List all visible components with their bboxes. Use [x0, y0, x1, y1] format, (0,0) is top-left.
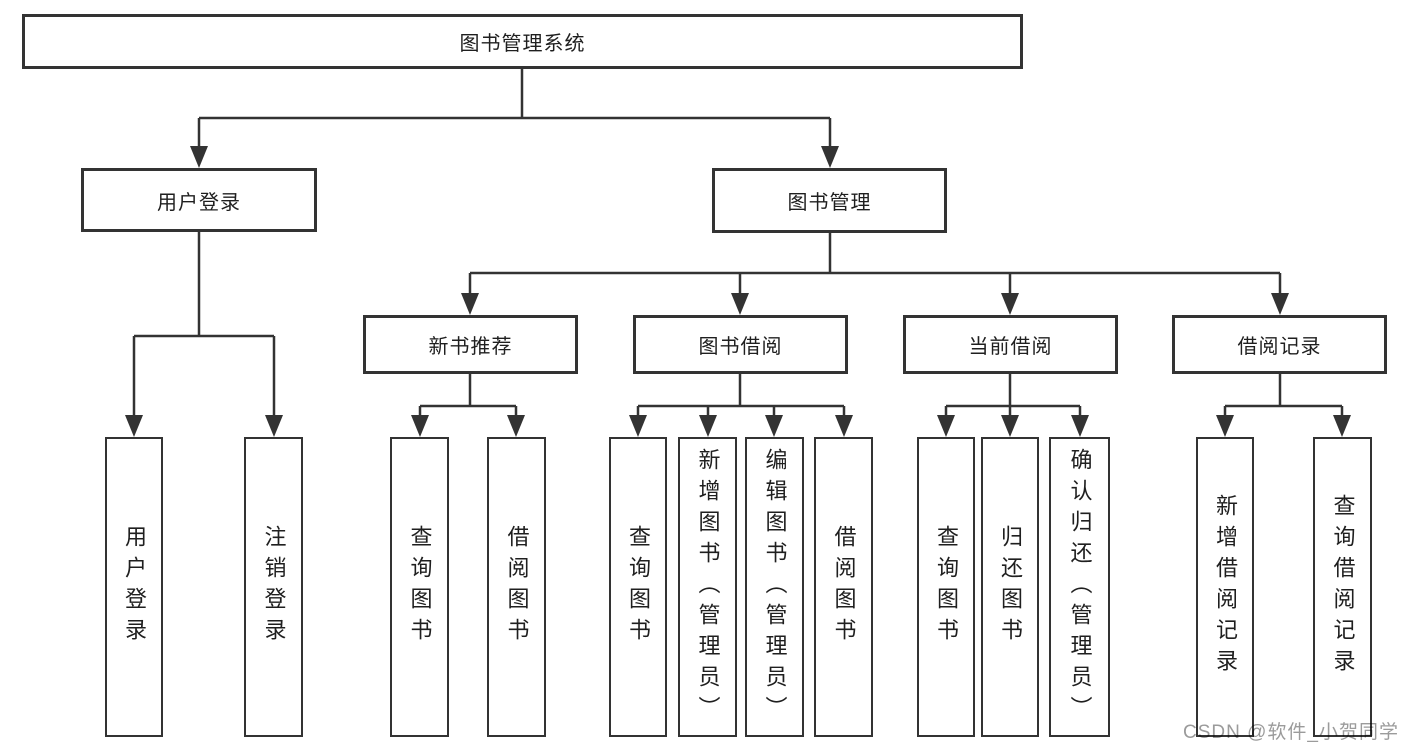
leaf-query-books-borrow: 查询图书	[609, 437, 667, 737]
node-current-borrow: 当前借阅	[903, 315, 1118, 374]
leaf-confirm-return-admin-label: 确认归还（管理员）	[1067, 447, 1093, 727]
node-user-login: 用户登录	[81, 168, 317, 232]
watermark: CSDN @软件_小贺同学	[1183, 722, 1399, 743]
leaf-user-login: 用户登录	[105, 437, 163, 737]
leaf-confirm-return-admin: 确认归还（管理员）	[1049, 437, 1110, 737]
leaf-return-books: 归还图书	[981, 437, 1039, 737]
leaf-edit-book-admin: 编辑图书（管理员）	[745, 437, 804, 737]
leaf-add-borrow-record-label: 新增借阅记录	[1213, 494, 1238, 680]
node-book-management-label: 图书管理	[787, 192, 872, 214]
leaf-borrow-books-label: 借阅图书	[831, 525, 857, 649]
leaf-edit-book-admin-label: 编辑图书（管理员）	[762, 447, 788, 727]
leaf-add-book-admin-label: 新增图书（管理员）	[695, 447, 721, 727]
node-book-management: 图书管理	[712, 168, 947, 233]
connector-paths	[132, 69, 1344, 420]
node-borrow-records: 借阅记录	[1172, 315, 1387, 374]
node-book-borrow-label: 图书借阅	[698, 336, 783, 358]
leaf-logout-label: 注销登录	[261, 525, 287, 649]
root-box: 图书管理系统	[22, 14, 1023, 69]
node-user-login-label: 用户登录	[157, 191, 241, 214]
node-borrow-records-label: 借阅记录	[1237, 336, 1322, 358]
node-current-borrow-label: 当前借阅	[968, 336, 1053, 358]
leaf-query-books-recommend: 查询图书	[390, 437, 449, 737]
node-book-borrow: 图书借阅	[633, 315, 848, 374]
leaf-borrow-books-recommend-label: 借阅图书	[504, 525, 530, 649]
leaf-borrow-books-recommend: 借阅图书	[487, 437, 546, 737]
leaf-query-books-current-label: 查询图书	[934, 525, 959, 649]
arrowheads	[125, 146, 1351, 437]
leaf-user-login-label: 用户登录	[122, 525, 147, 649]
leaf-query-books-recommend-label: 查询图书	[407, 525, 433, 649]
leaf-return-books-label: 归还图书	[998, 525, 1023, 649]
leaf-query-books-borrow-label: 查询图书	[626, 525, 651, 649]
leaf-add-book-admin: 新增图书（管理员）	[678, 437, 737, 737]
leaf-query-borrow-record-label: 查询借阅记录	[1330, 494, 1356, 680]
leaf-borrow-books: 借阅图书	[814, 437, 873, 737]
node-new-book-recommend-label: 新书推荐	[428, 336, 513, 358]
leaf-add-borrow-record: 新增借阅记录	[1196, 437, 1254, 737]
leaf-query-borrow-record: 查询借阅记录	[1313, 437, 1372, 737]
root-box-label: 图书管理系统	[459, 33, 586, 55]
leaf-logout: 注销登录	[244, 437, 303, 737]
leaf-query-books-current: 查询图书	[917, 437, 975, 737]
node-new-book-recommend: 新书推荐	[363, 315, 578, 374]
